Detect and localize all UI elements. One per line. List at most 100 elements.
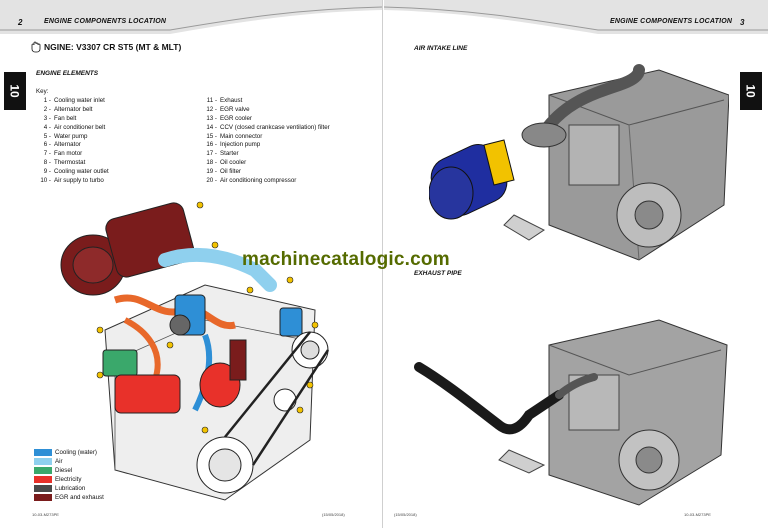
footer-date: (15/05/2018) — [394, 512, 417, 517]
legend-item: Cooling (water) — [34, 448, 104, 457]
legend-item: Lubrication — [34, 484, 104, 493]
key-item: 7 -Fan motor — [36, 150, 202, 159]
footer-date: (15/05/2018) — [322, 512, 345, 517]
engine-title-text: NGINE: V3307 CR ST5 (MT & MLT) — [44, 42, 182, 52]
key-item-number: 4 - — [43, 123, 51, 131]
header-swoosh — [384, 0, 768, 34]
key-item: 11 -Exhaust — [202, 97, 368, 106]
key-item: 9 -Cooling water outlet — [36, 168, 202, 177]
header-title: ENGINE COMPONENTS LOCATION — [44, 18, 167, 25]
key-item-text: Alternator belt — [54, 105, 93, 113]
key-item-text: Fan motor — [54, 150, 83, 158]
legend-swatch — [34, 449, 52, 456]
key-item-text: Injection pump — [220, 141, 261, 149]
key-item-number: 16 - — [206, 141, 217, 149]
key-item-number: 15 - — [206, 132, 217, 140]
key-item-text: Main connector — [220, 132, 263, 140]
key-item-number: 2 - — [43, 105, 51, 113]
chapter-tab: 10 — [4, 72, 26, 110]
exhaust-pipe-illustration — [414, 319, 728, 506]
key-item: 14 -CCV (closed crankcase ventilation) f… — [202, 124, 368, 133]
key-item: 5 -Water pump — [36, 133, 202, 142]
key-item: 8 -Thermostat — [36, 159, 202, 168]
right-page: ENGINE COMPONENTS LOCATION 3 10 AIR INTA… — [384, 0, 768, 528]
section-air-intake: AIR INTAKE LINE — [414, 45, 468, 52]
key-item-text: Exhaust — [220, 96, 243, 104]
key-item: 18 -Oil cooler — [202, 159, 368, 168]
legend-label: Cooling (water) — [55, 449, 97, 456]
legend-swatch — [34, 467, 52, 474]
key-item-number: 5 - — [43, 132, 51, 140]
legend-swatch — [34, 458, 52, 465]
key-item-text: EGR valve — [220, 105, 250, 113]
key-item-text: Air conditioning compressor — [220, 177, 297, 185]
key-item-number: 3 - — [43, 114, 51, 122]
key-item-text: Cooling water outlet — [54, 168, 109, 176]
legend-label: Air — [55, 458, 63, 465]
air-intake-illustration — [429, 64, 729, 261]
legend-item: Air — [34, 457, 104, 466]
header-band — [0, 0, 382, 40]
key-item-number: 8 - — [43, 159, 51, 167]
footer-code: 10-03-M273PE — [684, 512, 711, 517]
page-number: 2 — [18, 18, 23, 27]
section-heading: ENGINE ELEMENTS — [36, 70, 99, 77]
key-item-text: Starter — [220, 150, 239, 158]
key-item: 15 -Main connector — [202, 133, 368, 142]
key-item: 10 -Air supply to turbo — [36, 177, 202, 186]
left-page: 2 ENGINE COMPONENTS LOCATION 10 NGINE: V… — [0, 0, 383, 528]
key-item: 3 -Fan belt — [36, 115, 202, 124]
key-item: 17 -Starter — [202, 150, 368, 159]
legend-label: Diesel — [55, 467, 73, 474]
legend-item: EGR and exhaust — [34, 493, 104, 502]
air-filter-shape — [429, 139, 515, 220]
chapter-tab: 10 — [740, 72, 762, 110]
key-item: 16 -Injection pump — [202, 141, 368, 150]
engine-cutaway-illustration — [60, 201, 330, 501]
key-item-number: 20 - — [206, 177, 217, 185]
key-item-text: Oil cooler — [220, 159, 247, 167]
legend-label: EGR and exhaust — [55, 494, 104, 501]
key-item-number: 11 - — [206, 96, 217, 104]
legend-swatch — [34, 494, 52, 501]
key-item: 4 -Air conditioner belt — [36, 124, 202, 133]
hand-pointer-icon — [31, 41, 41, 53]
legend-item: Electricity — [34, 475, 104, 484]
ac-compressor-shape — [60, 202, 195, 296]
key-item: 12 -EGR valve — [202, 106, 368, 115]
section-exhaust: EXHAUST PIPE — [414, 270, 462, 277]
engine-title: NGINE: V3307 CR ST5 (MT & MLT) — [30, 41, 181, 53]
key-item-text: Cooling water inlet — [54, 96, 105, 104]
key-item-number: 17 - — [206, 150, 217, 158]
legend-swatch — [34, 476, 52, 483]
key-item-number: 18 - — [206, 159, 217, 167]
legend-label: Electricity — [55, 476, 82, 483]
key-item-number: 1 - — [43, 96, 51, 104]
key-item-number: 9 - — [43, 168, 51, 176]
key-item: 20 -Air conditioning compressor — [202, 177, 368, 186]
key-item-text: Water pump — [54, 132, 88, 140]
header-title: ENGINE COMPONENTS LOCATION — [610, 18, 733, 25]
footer-code: 10-03-M273PE — [32, 512, 59, 517]
key-item-text: Alternator — [54, 141, 81, 149]
key-item-number: 19 - — [206, 168, 217, 176]
key-item-text: EGR cooler — [220, 114, 252, 122]
key-item-text: Air conditioner belt — [54, 123, 106, 131]
key-item: 2 -Alternator belt — [36, 106, 202, 115]
watermark: machinecatalogic.com — [242, 249, 450, 270]
legend-swatch — [34, 485, 52, 492]
key-item-number: 10 - — [40, 177, 51, 185]
key-item-number: 12 - — [206, 105, 217, 113]
key-item-text: Oil filter — [220, 168, 241, 176]
key-item: 6 -Alternator — [36, 141, 202, 150]
header-swoosh — [0, 0, 382, 34]
key-item-number: 13 - — [206, 114, 217, 122]
key-item: 1 -Cooling water inlet — [36, 97, 202, 106]
page-number: 3 — [740, 18, 745, 27]
legend-label: Lubrication — [55, 485, 86, 492]
key-item-text: Thermostat — [54, 159, 86, 167]
